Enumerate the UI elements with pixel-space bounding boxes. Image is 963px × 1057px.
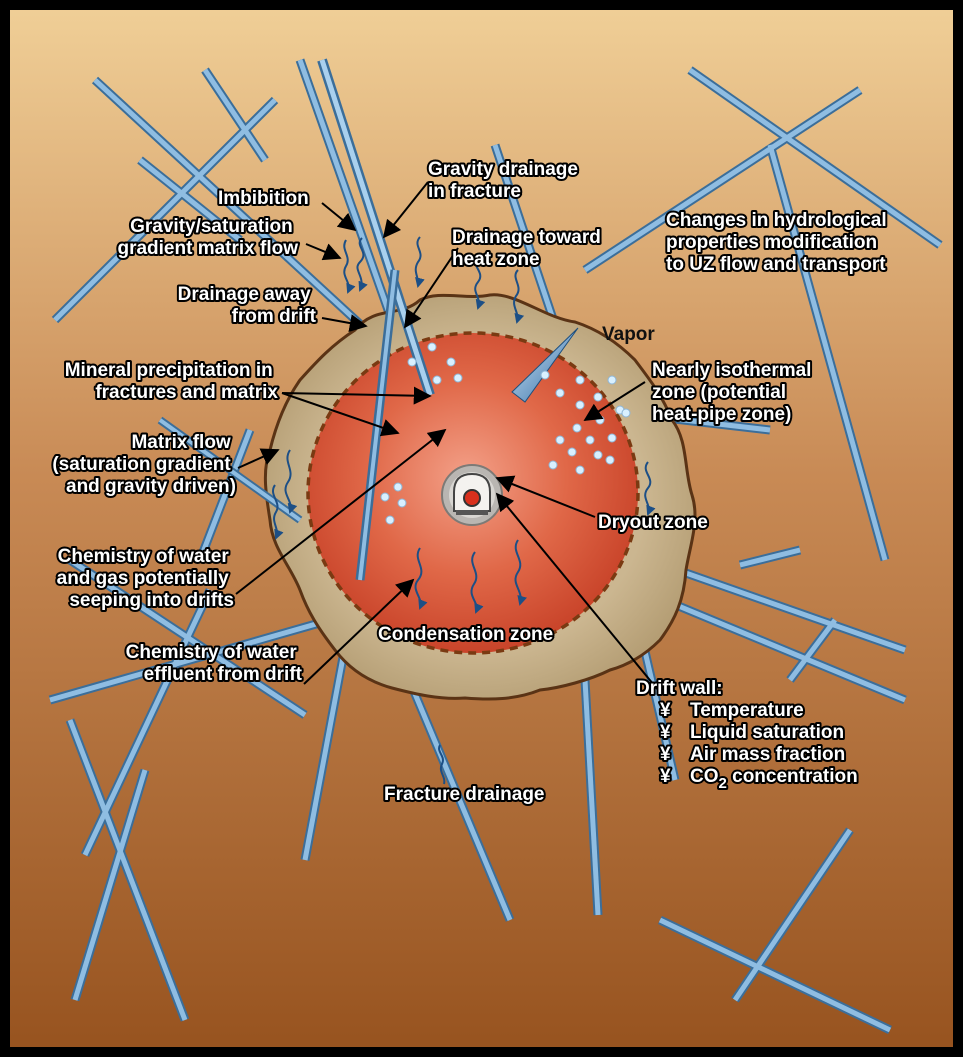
- drift-wall-item: Temperature: [690, 700, 804, 721]
- label-imbibition: Imbibition: [218, 188, 309, 209]
- drift: [442, 465, 502, 525]
- drift-wall-bullet: ¥: [660, 766, 671, 787]
- label-chemistry-effluent: Chemistry of water effluent from drift: [126, 642, 303, 685]
- label-mineral-precipitation: Mineral precipitation in fractures and m…: [65, 360, 279, 403]
- label-condensation-zone: Condensation zone: [378, 624, 553, 645]
- drift-wall-title: Drift wall:: [636, 678, 723, 699]
- label-changes-hydrological: Changes in hydrological properties modif…: [666, 210, 892, 275]
- label-dryout-zone: Dryout zone: [598, 512, 708, 533]
- drift-wall-item: Liquid saturation: [690, 722, 844, 743]
- label-vapor: Vapor: [602, 324, 655, 345]
- drift-wall-bullet: ¥: [660, 744, 671, 765]
- waste-package: [464, 490, 480, 506]
- drift-wall-item: Air mass fraction: [690, 744, 845, 765]
- label-fracture-drainage: Fracture drainage: [384, 784, 545, 805]
- label-gravity-matrix-flow: Gravity/saturation gradient matrix flow: [117, 216, 298, 259]
- drift-wall-bullet: ¥: [660, 700, 671, 721]
- drift-wall-bullet: ¥: [660, 722, 671, 743]
- label-chemistry-seeping: Chemistry of water and gas potentially s…: [57, 546, 234, 611]
